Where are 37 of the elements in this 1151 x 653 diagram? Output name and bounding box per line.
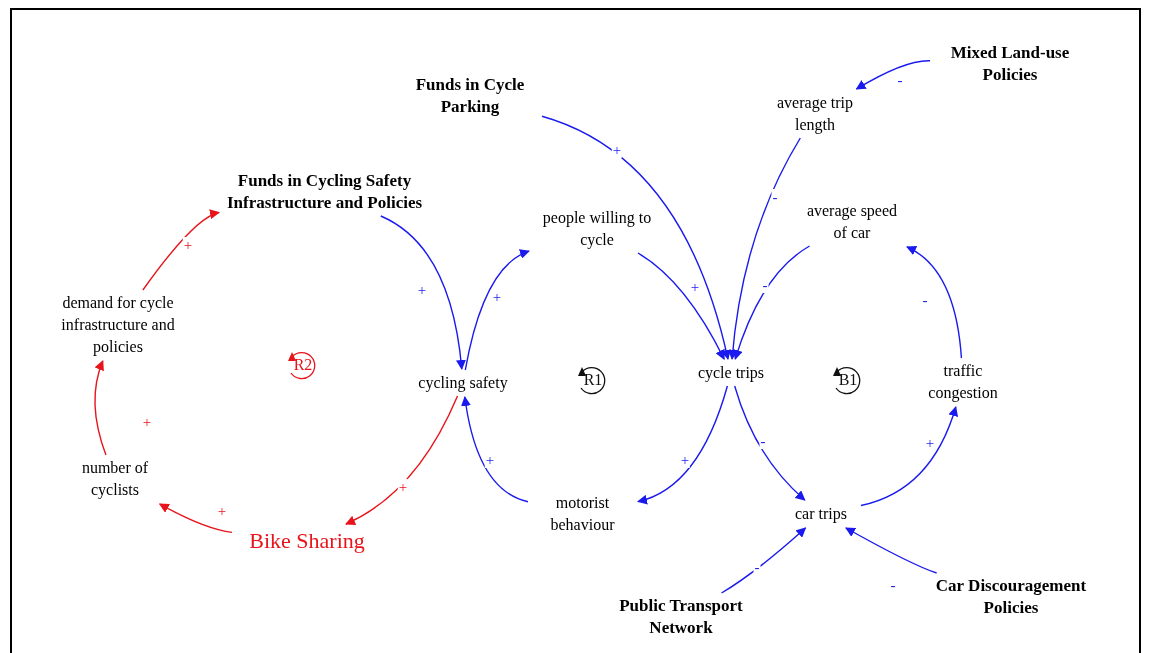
node-label: Public Transport Network — [618, 595, 744, 639]
node-label: Bike Sharing — [248, 527, 366, 555]
arrow — [860, 406, 958, 507]
arrow — [637, 252, 725, 360]
arrow — [541, 115, 731, 360]
node-label: motorist behaviour — [549, 493, 616, 535]
node-label: cycle trips — [696, 363, 766, 384]
node-label: car trips — [794, 504, 848, 525]
node-label: number of cyclists — [80, 458, 150, 501]
arrow — [158, 503, 233, 534]
node-label: average trip length — [776, 93, 854, 136]
loop-label: R1 — [582, 372, 603, 388]
node-label: demand for cycle infrastructure and policies — [60, 293, 176, 358]
node-label: Mixed Land-use Policies — [949, 42, 1071, 86]
arrow — [733, 245, 811, 360]
node-label: Funds in Cycle Parking — [414, 74, 526, 118]
arrow — [727, 137, 801, 360]
node-label: cycling safety — [417, 373, 509, 394]
arrow — [142, 210, 220, 291]
arrow — [720, 527, 807, 594]
node-label: average speed of car — [805, 201, 899, 243]
arrow — [461, 396, 529, 503]
arrow — [345, 395, 459, 525]
node-label: Car Discouragement Policies — [934, 575, 1088, 619]
arrow — [464, 249, 530, 371]
loop-label: B1 — [837, 372, 858, 388]
node-label: traffic congestion — [927, 361, 999, 404]
loop-label: R2 — [292, 357, 313, 373]
arrow — [380, 215, 466, 370]
arrow — [94, 360, 107, 456]
arrow — [637, 385, 729, 504]
arrow — [845, 527, 938, 574]
arrow — [734, 385, 806, 501]
arrow — [855, 60, 931, 90]
node-label: Funds in Cycling Safety Infrastructure and Policies — [225, 170, 424, 214]
node-label: people willing to cycle — [541, 208, 653, 251]
arrow — [906, 246, 963, 359]
